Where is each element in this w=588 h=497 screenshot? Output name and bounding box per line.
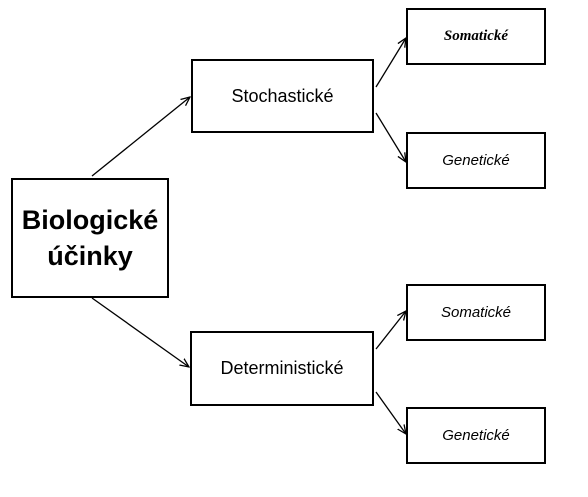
- deterministic-somatic-label: Somatické: [440, 304, 512, 321]
- stochastic-genetic-node: Genetické: [406, 132, 546, 189]
- root-node: Biologické účinky: [11, 178, 169, 298]
- arrow-deterministic-to-genetic: [375, 391, 406, 434]
- stochastic-somatic-label: Somatické: [443, 28, 509, 44]
- stochastic-somatic-node: Somatické: [406, 8, 546, 65]
- arrow-deterministic-to-somatic: [375, 311, 406, 350]
- arrow-stochastic-to-somatic: [375, 38, 406, 88]
- deterministic-node: Deterministické: [190, 331, 374, 406]
- stochastic-node: Stochastické: [191, 59, 374, 133]
- arrow-stochastic-to-genetic: [375, 112, 406, 162]
- arrow-root-to-deterministic: [91, 297, 189, 367]
- root-label-line2: účinky: [47, 241, 133, 271]
- stochastic-label: Stochastické: [231, 85, 334, 106]
- deterministic-label: Deterministické: [220, 358, 344, 378]
- deterministic-somatic-node: Somatické: [406, 284, 546, 341]
- deterministic-genetic-label: Genetické: [442, 427, 510, 444]
- stochastic-genetic-label: Genetické: [442, 152, 510, 169]
- deterministic-genetic-node: Genetické: [406, 407, 546, 464]
- root-label-line1: Biologické: [21, 205, 159, 235]
- arrow-root-to-stochastic: [91, 97, 190, 177]
